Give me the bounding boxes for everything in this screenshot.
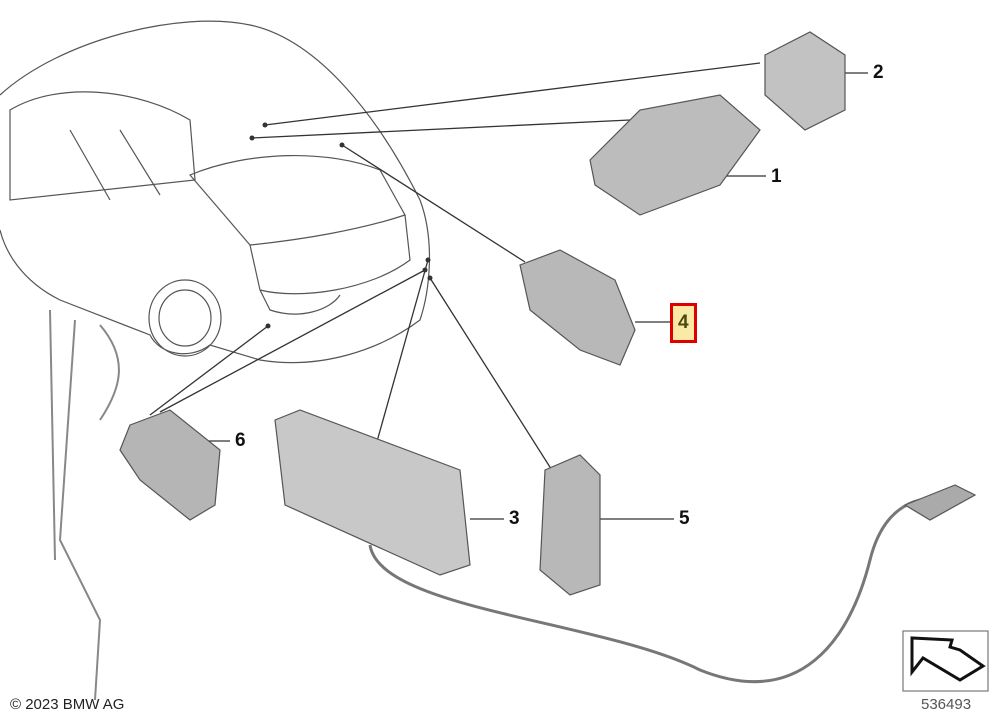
copyright: © 2023 BMW AG bbox=[10, 696, 125, 713]
part-label-2[interactable]: 2 bbox=[870, 62, 887, 84]
car-outline bbox=[0, 20, 431, 364]
part-6-sensor bbox=[119, 409, 221, 521]
part-5-module bbox=[539, 454, 601, 596]
part-label-1[interactable]: 1 bbox=[768, 166, 785, 188]
part-2-module bbox=[764, 31, 846, 131]
part-label-5[interactable]: 5 bbox=[676, 508, 693, 530]
diagram-number: 536493 bbox=[921, 696, 972, 713]
part-label-3[interactable]: 3 bbox=[506, 508, 523, 530]
part-label-6[interactable]: 6 bbox=[232, 430, 249, 452]
part-label-4-highlighted[interactable]: 4 bbox=[670, 303, 697, 343]
part-4-module bbox=[519, 249, 636, 366]
diagram-symbol-icon bbox=[902, 630, 989, 692]
part-1-module bbox=[589, 94, 761, 216]
part-3-antenna-plate bbox=[274, 409, 471, 576]
leader-lines bbox=[149, 62, 868, 520]
